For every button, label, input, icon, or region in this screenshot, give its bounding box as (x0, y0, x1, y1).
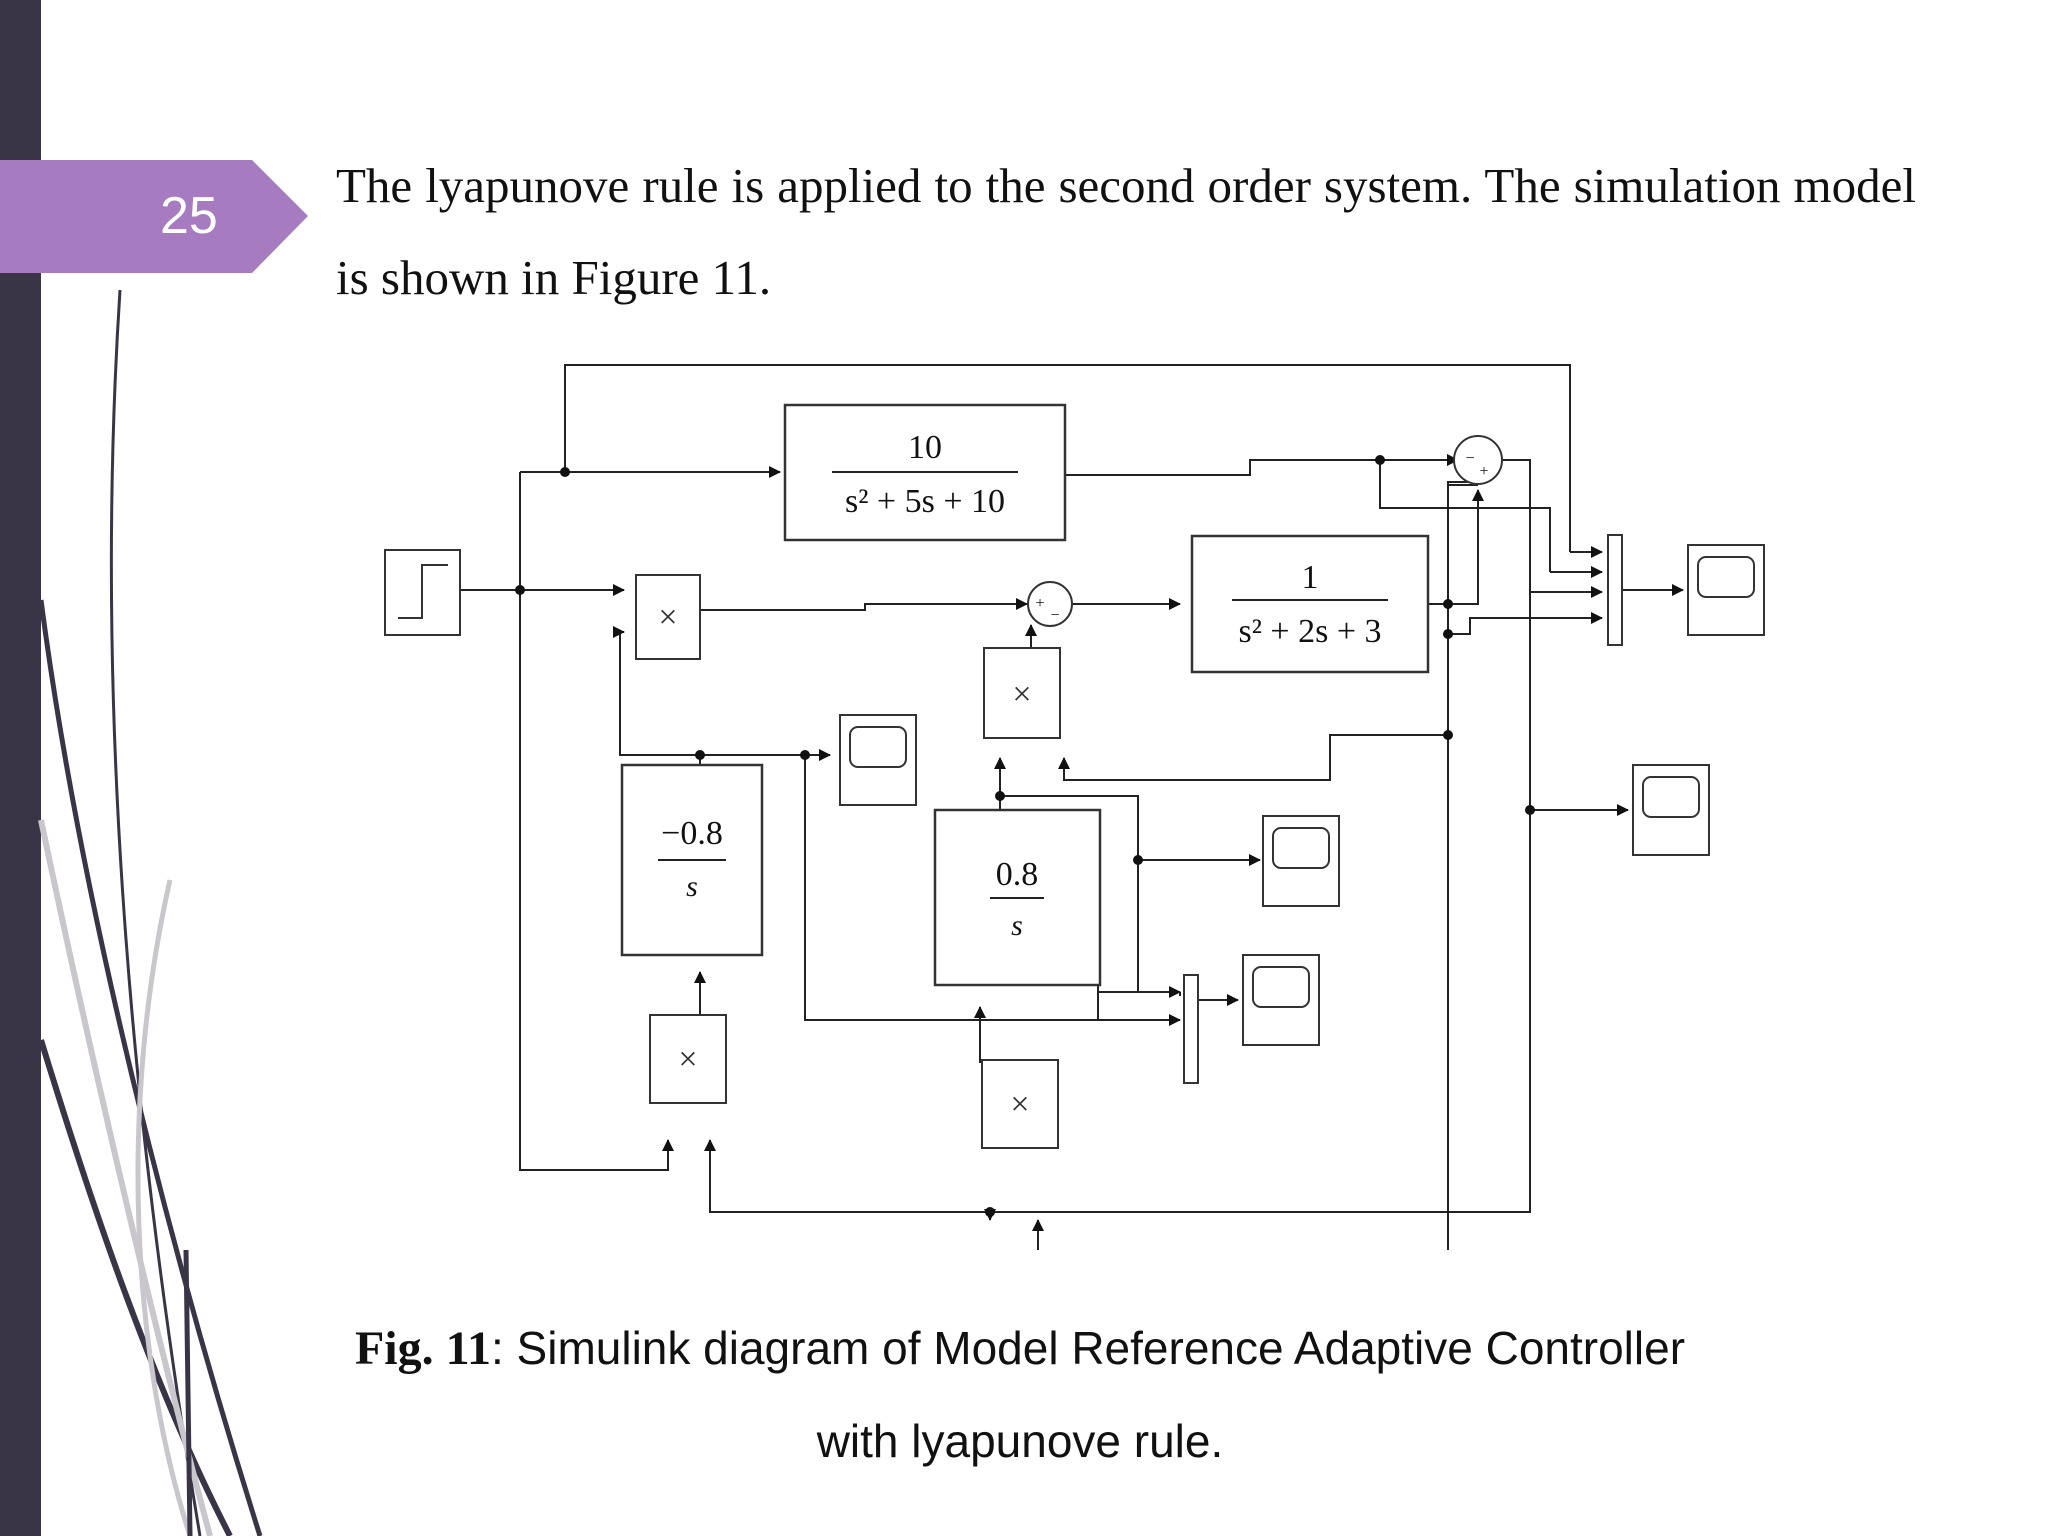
figure-caption: Fig. 11: Simulink diagram of Model Refer… (200, 1302, 1840, 1487)
product-symbol: × (678, 1041, 697, 1078)
integrator-left-denominator: s (686, 870, 698, 903)
sum-top-sign-1: − (1465, 450, 1474, 467)
junction-dots (515, 455, 1535, 1217)
product-symbol: × (1012, 676, 1031, 713)
step-block[interactable] (384, 549, 461, 636)
mux-block-bottom[interactable] (1183, 974, 1199, 1084)
reference-model-denominator: s² + 5s + 10 (845, 483, 1005, 520)
scope-block-bottom[interactable] (1242, 954, 1320, 1046)
mux-block-top[interactable] (1607, 534, 1623, 646)
page-number: 25 (160, 187, 218, 245)
caption-label: Fig. 11 (354, 1322, 491, 1375)
product-symbol: × (1010, 1086, 1029, 1123)
sum-mid-sign-2: − (1050, 607, 1059, 624)
caption-line-1: Fig. 11: Simulink diagram of Model Refer… (200, 1302, 1840, 1395)
sum-top-sign-2: + (1479, 463, 1488, 480)
integrator-center-numerator: 0.8 (996, 856, 1039, 893)
scope-block-mid-left[interactable] (839, 714, 917, 806)
plant-numerator: 1 (1302, 559, 1319, 596)
plant-denominator: s² + 2s + 3 (1238, 613, 1381, 650)
decorative-curves (38, 289, 263, 1536)
caption-text: : Simulink diagram of Model Reference Ad… (490, 1322, 1686, 1374)
scope-block-center-right[interactable] (1262, 815, 1340, 907)
simulink-diagram: 10 s² + 5s + 10 × + − 1 s² + 2s + 3 − + (384, 364, 1765, 1250)
sum-block-mid[interactable]: + − (1027, 581, 1073, 627)
product-block-bottom-center[interactable]: × (981, 1059, 1059, 1149)
sum-block-top[interactable]: − + (1453, 435, 1503, 485)
scope-block-right[interactable] (1632, 764, 1710, 856)
product-block-bottom-left[interactable]: × (649, 1014, 727, 1104)
scope-block-top-right[interactable] (1687, 544, 1765, 636)
product-symbol: × (658, 599, 677, 636)
plant-block[interactable]: 1 s² + 2s + 3 (1190, 534, 1430, 674)
reference-model-numerator: 10 (908, 429, 942, 466)
sum-mid-sign-1: + (1035, 595, 1044, 612)
reference-model-block[interactable]: 10 s² + 5s + 10 (783, 403, 1067, 542)
page-number-tab (0, 160, 308, 273)
caption-line-2: with lyapunove rule. (816, 1415, 1224, 1467)
body-paragraph: The lyapunove rule is applied to the sec… (336, 158, 1916, 305)
integrator-left-numerator: −0.8 (661, 815, 723, 852)
product-block-center[interactable]: × (983, 647, 1061, 739)
product-block-input[interactable]: × (635, 574, 701, 660)
integrator-block-center[interactable]: 0.8 s (933, 808, 1102, 987)
integrator-center-denominator: s (1011, 909, 1023, 942)
integrator-block-left[interactable]: −0.8 s (620, 763, 764, 957)
